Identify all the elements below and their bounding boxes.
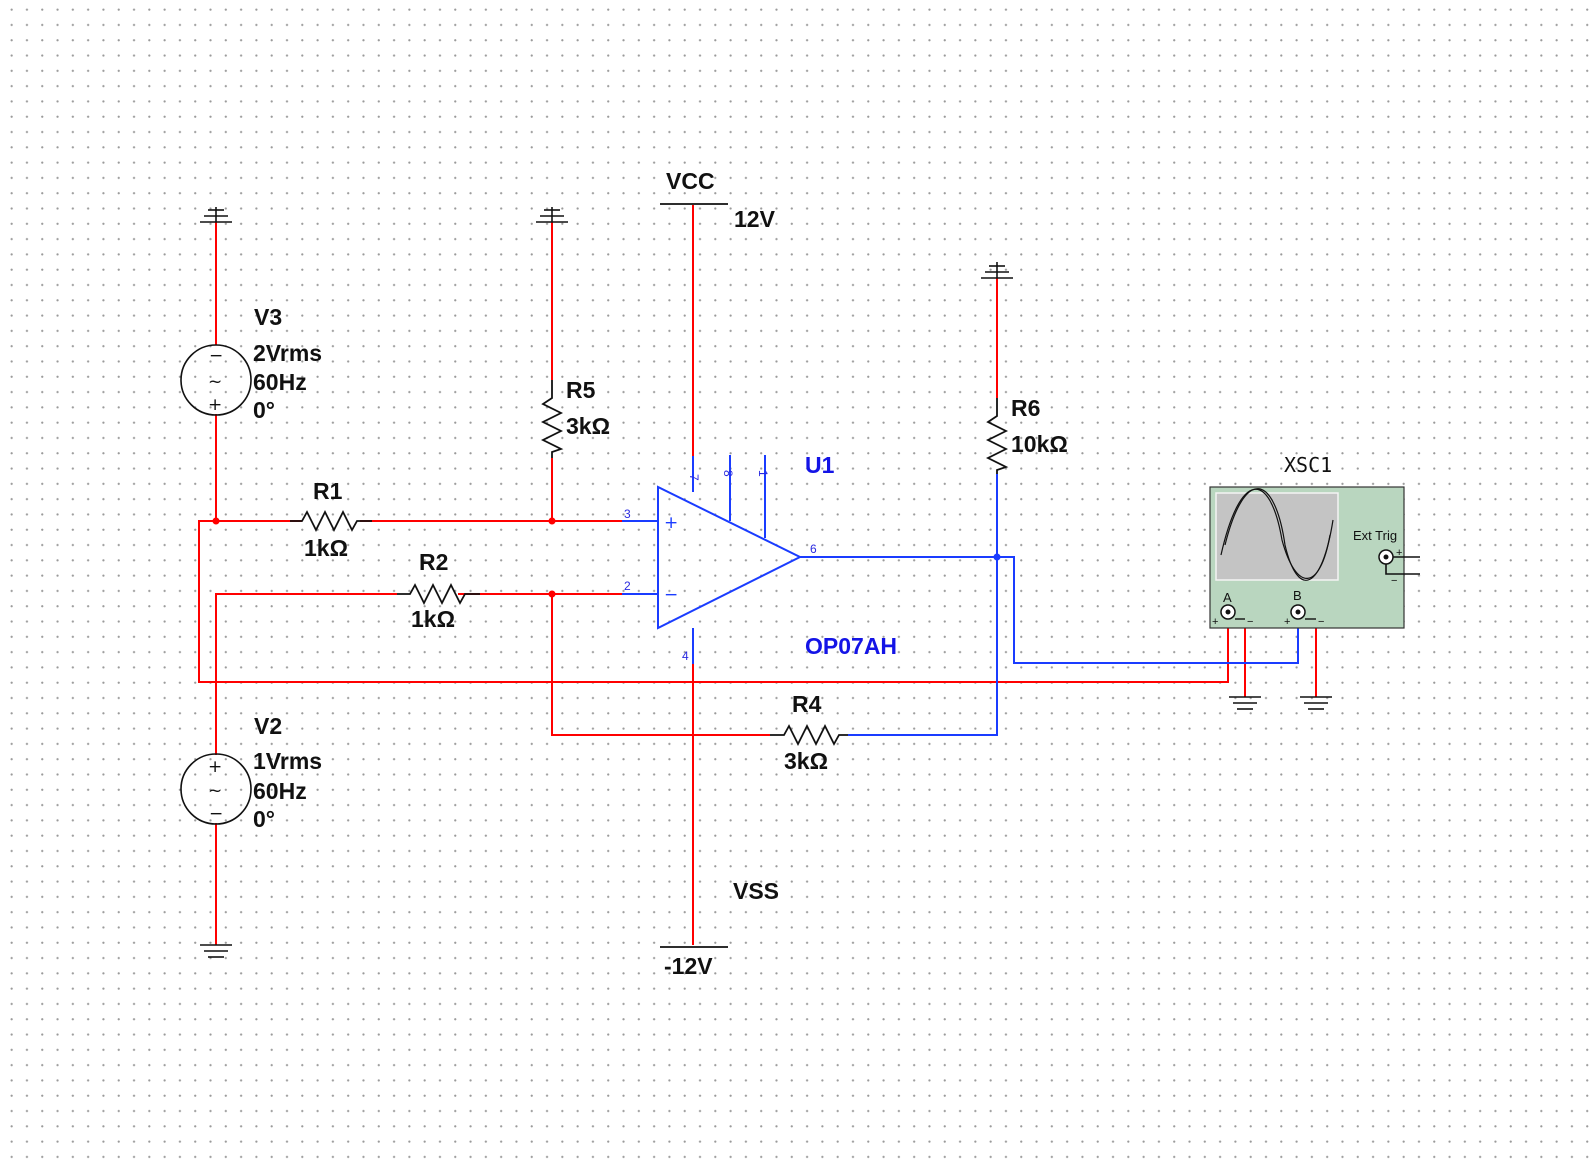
ground-symbol-scope-a — [1229, 696, 1261, 710]
r1-value: 1kΩ — [304, 535, 348, 561]
wire-r6-output[interactable] — [848, 474, 998, 736]
channel-a-plus: + — [1212, 616, 1218, 628]
channel-b-minus: − — [1318, 616, 1324, 628]
r2-name: R2 — [419, 549, 448, 575]
r5-name: R5 — [566, 377, 596, 403]
v3-frequency: 60Hz — [253, 369, 307, 395]
scope-trace-b — [1224, 488, 1334, 581]
v3-phase: 0° — [253, 397, 275, 423]
resistor-r4[interactable] — [770, 723, 848, 747]
junction-dot — [548, 590, 556, 598]
scope-name-label: XSC1 — [1284, 453, 1332, 477]
vss-value: -12V — [664, 953, 713, 979]
resistor-r6[interactable] — [985, 398, 1009, 474]
v2-amplitude: 1Vrms — [253, 748, 322, 774]
v2-frequency: 60Hz — [253, 778, 307, 804]
voltage-source-v2[interactable]: + ~ − — [180, 753, 252, 825]
v2-phase: 0° — [253, 806, 275, 832]
v2-ac-icon: ~ — [208, 781, 222, 801]
pin-label-3: 3 — [624, 507, 631, 521]
opamp-plus-sign: + — [664, 513, 678, 533]
ground-symbol-r6 — [981, 262, 1013, 279]
junctions — [212, 517, 1001, 598]
v3-ac-icon: ~ — [208, 372, 222, 392]
channel-b-label: B — [1293, 588, 1302, 603]
v2-plus-sign: + — [208, 757, 222, 777]
red-wires — [198, 205, 1317, 945]
junction-dot — [993, 553, 1001, 561]
v2-name: V2 — [254, 713, 282, 739]
wire-opamp-output[interactable] — [800, 556, 1299, 664]
opamp-u1[interactable]: + − — [657, 455, 803, 630]
v3-name: V3 — [254, 304, 282, 330]
channel-b-plus: + — [1284, 616, 1290, 628]
pin-label-6: 6 — [810, 542, 817, 556]
pin-label-2: 2 — [624, 579, 631, 593]
grounds — [200, 207, 1332, 958]
component-labels: V3 2Vrms 60Hz 0° V2 1Vrms 60Hz 0° R1 1kΩ… — [253, 168, 1068, 979]
v3-plus-sign: + — [208, 395, 222, 415]
wire-minus-r4[interactable] — [551, 594, 770, 736]
r1-name: R1 — [313, 478, 343, 504]
r2-value: 1kΩ — [411, 606, 455, 632]
resistor-r1[interactable] — [290, 509, 372, 533]
vcc-name: VCC — [666, 168, 715, 194]
pin-label-7: 7 — [687, 474, 701, 481]
v3-minus-sign: − — [209, 346, 223, 366]
ext-trig-label: Ext Trig — [1353, 528, 1397, 543]
channel-a-label: A — [1223, 590, 1232, 605]
r4-name: R4 — [792, 691, 822, 717]
wire-node-scope-a[interactable] — [198, 520, 1229, 683]
ext-trig-minus: − — [1391, 575, 1397, 587]
ground-symbol-v3 — [200, 207, 232, 223]
oscilloscope-xsc1[interactable]: Ext Trig + − A B + − + − — [1209, 486, 1420, 629]
resistors — [290, 380, 1009, 747]
resistor-r5[interactable] — [540, 380, 564, 458]
ground-symbol-v2 — [200, 944, 232, 958]
opamp-minus-sign: − — [664, 585, 678, 605]
channel-a-minus: − — [1247, 616, 1253, 628]
r5-value: 3kΩ — [566, 413, 610, 439]
pin-label-1: 1 — [756, 470, 770, 477]
vss-name: VSS — [733, 878, 779, 904]
v2-minus-sign: − — [209, 804, 223, 824]
r6-value: 10kΩ — [1011, 431, 1068, 457]
power-rails — [660, 203, 728, 948]
ext-trig-plus: + — [1396, 547, 1402, 559]
junction-dot — [548, 517, 556, 525]
r6-name: R6 — [1011, 395, 1040, 421]
ground-symbol-r5 — [536, 207, 568, 223]
pin-labels: 3 2 6 4 7 8 1 — [624, 470, 817, 663]
v3-amplitude: 2Vrms — [253, 340, 322, 366]
voltage-source-v3[interactable]: − ~ + — [180, 344, 252, 416]
pin-label-8: 8 — [721, 470, 735, 477]
vcc-value: 12V — [734, 206, 776, 232]
r4-value: 3kΩ — [784, 748, 828, 774]
u1-name: U1 — [805, 452, 835, 478]
blue-wires — [622, 456, 1299, 736]
ext-trig-ground-wire — [1385, 564, 1420, 575]
junction-dot — [212, 517, 220, 525]
pin-label-4: 4 — [682, 649, 689, 663]
ground-symbol-scope-b — [1300, 696, 1332, 710]
wire-v2-r2[interactable] — [215, 593, 397, 755]
u1-part: OP07AH — [805, 633, 897, 659]
resistor-r2[interactable] — [397, 582, 480, 606]
